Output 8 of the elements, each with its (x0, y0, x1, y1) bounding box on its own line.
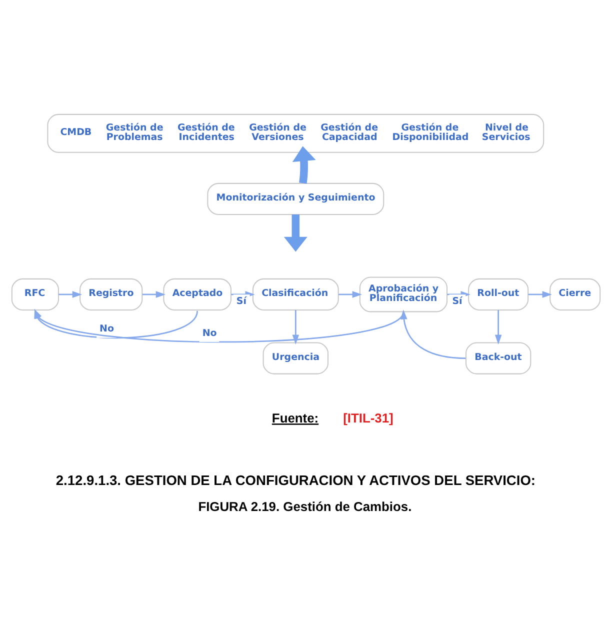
label: 2.12.9.1.3. GESTION DE LA CONFIGURACION Y ACTIVOS DEL SERVICIO: (56, 472, 536, 488)
edge-label: Sí (452, 295, 462, 306)
label: [ITIL-31] (343, 410, 394, 426)
edge-label: No (100, 323, 114, 334)
label: Fuente: (272, 410, 319, 426)
edge-label: No (202, 327, 217, 338)
edge-label: Sí (236, 295, 246, 306)
caption: FIGURA 2.19. Gestión de Cambios. (198, 498, 412, 514)
